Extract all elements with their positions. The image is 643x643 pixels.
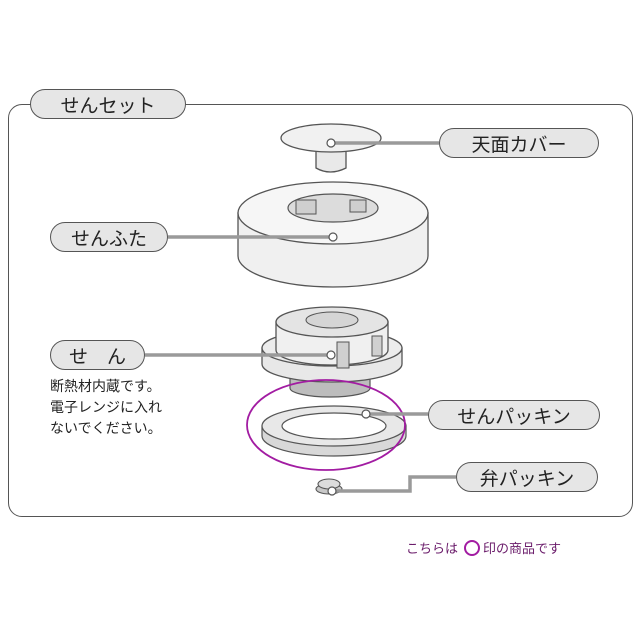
valve-packing-label: 弁パッキン: [456, 462, 598, 492]
footer-suffix: 印の商品です: [483, 542, 562, 557]
highlight-ellipse: [246, 379, 406, 471]
top-cover-part: [280, 123, 382, 173]
circle-mark-icon: [464, 539, 481, 556]
footer-note: こちらは 印の商品です: [406, 538, 561, 557]
set-title-label: せんセット: [30, 89, 186, 119]
top-cover-label: 天面カバー: [439, 128, 599, 158]
plug-packing-label: せんパッキン: [428, 400, 600, 430]
leader-lines: [145, 141, 456, 493]
lid-label: せんふた: [50, 222, 168, 252]
leader-dots: [326, 138, 371, 496]
footer-prefix: こちらは: [406, 542, 459, 557]
set-frame: [8, 104, 633, 517]
lid-part: [237, 181, 429, 288]
plug-note: 断熱材内蔵です。 電子レンジに入れ ないでください。: [50, 379, 162, 437]
plug-label: せ ん: [50, 340, 145, 370]
